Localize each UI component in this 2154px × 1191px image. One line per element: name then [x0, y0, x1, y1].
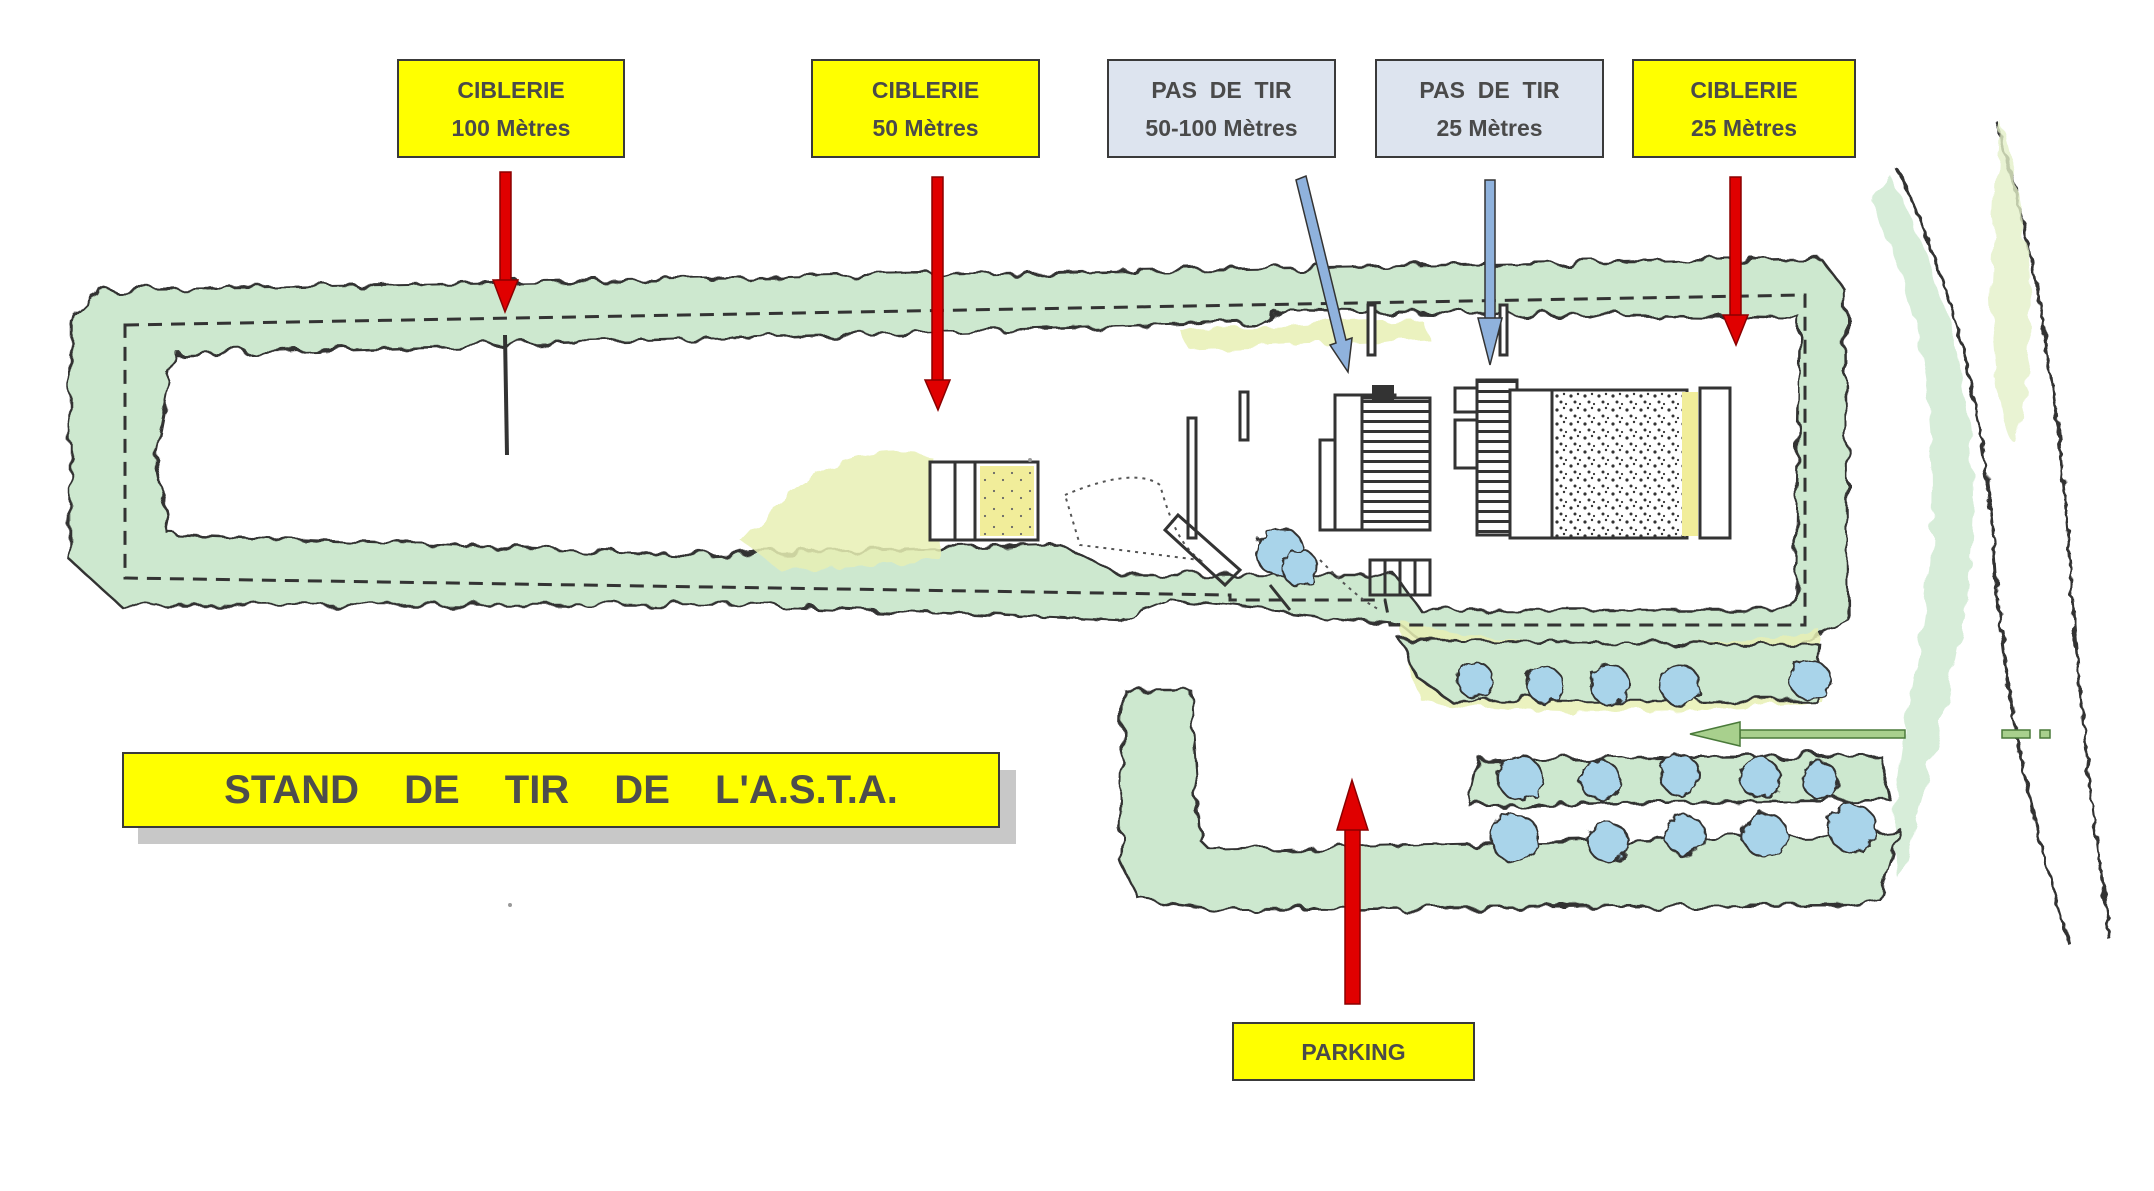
red-arrows [491, 171, 1750, 1005]
arrow-ciblerie-50m [923, 176, 952, 412]
blue-arrows [1295, 174, 1503, 375]
target-building-50m [928, 460, 1040, 542]
walkway [1162, 512, 1432, 611]
label-ciblerie-50m: CIBLERIE 50 Mètres [811, 59, 1040, 158]
label-pas-de-tir-50-100m: PAS DE TIR 50-100 Mètres [1107, 59, 1336, 158]
firing-point-25m [1453, 378, 1732, 540]
road [1896, 119, 2112, 946]
firing-point-50-100m [1318, 385, 1432, 532]
trees [1255, 527, 1877, 863]
map-dots [508, 458, 1032, 907]
green-access-arrow [1689, 721, 2051, 747]
label-pas-de-tir-50-100m-line1: PAS DE TIR [1151, 76, 1292, 103]
arrow-ciblerie-100m [491, 171, 520, 315]
arrow-pas-de-tir-50-100m [1295, 174, 1353, 375]
label-ciblerie-25m-line1: CIBLERIE [1690, 76, 1798, 103]
range-hedge [68, 256, 1850, 652]
label-parking: PARKING [1232, 1022, 1475, 1081]
label-ciblerie-50m-line2: 50 Mètres [872, 114, 979, 141]
posts [1186, 303, 1509, 540]
label-ciblerie-100m-line1: CIBLERIE [457, 76, 565, 103]
label-ciblerie-25m: CIBLERIE 25 Mètres [1632, 59, 1856, 158]
page-title: STAND DE TIR DE L'A.S.T.A. [122, 752, 1000, 828]
fence-dashed-line [123, 293, 1807, 627]
label-pas-de-tir-25m: PAS DE TIR 25 Mètres [1375, 59, 1604, 158]
label-pas-de-tir-25m-line1: PAS DE TIR [1419, 76, 1560, 103]
arrow-parking [1335, 777, 1370, 1005]
label-parking-text: PARKING [1301, 1038, 1406, 1065]
label-ciblerie-100m-line2: 100 Mètres [451, 114, 571, 141]
label-pas-de-tir-50-100m-line2: 50-100 Mètres [1145, 114, 1298, 141]
label-ciblerie-50m-line1: CIBLERIE [871, 76, 980, 103]
label-ciblerie-25m-line2: 25 Mètres [1690, 114, 1798, 141]
arrow-pas-de-tir-25m [1477, 179, 1503, 366]
roadside-hedge [1870, 120, 2031, 880]
dotted-paths [1063, 476, 1381, 611]
page-title-text: STAND DE TIR DE L'A.S.T.A. [224, 767, 898, 812]
label-ciblerie-100m: CIBLERIE 100 Mètres [397, 59, 625, 158]
arrow-ciblerie-25m [1721, 176, 1750, 347]
target-line-100m [503, 334, 509, 456]
label-pas-de-tir-25m-line2: 25 Mètres [1436, 114, 1543, 141]
